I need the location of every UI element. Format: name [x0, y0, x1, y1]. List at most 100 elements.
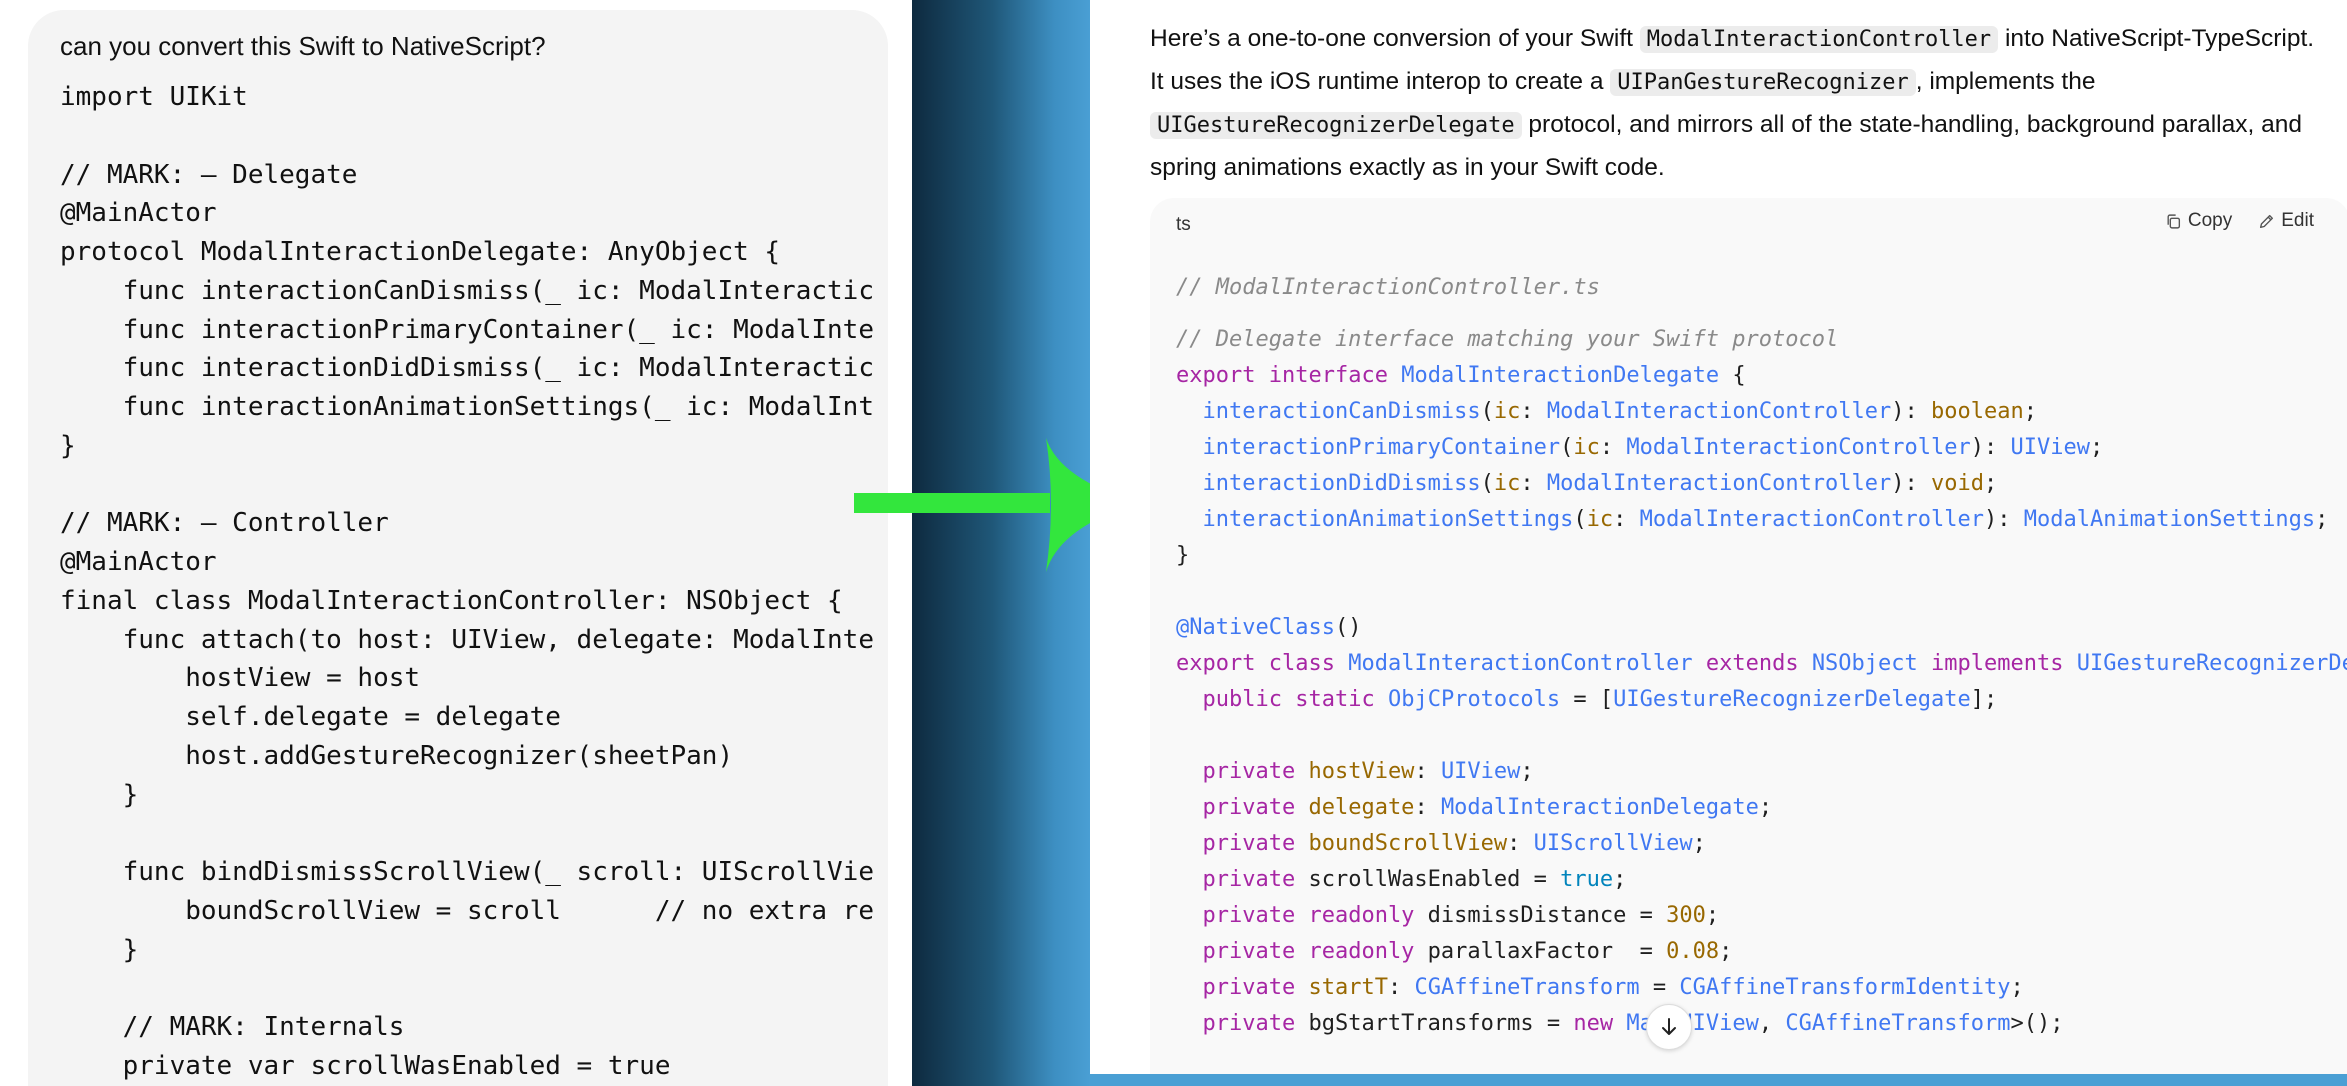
code-token: // Delegate interface matching your Swif…	[1176, 327, 1839, 352]
swift-code-line: func interactionAnimationSettings(_ ic: …	[60, 392, 874, 422]
code-token: }	[1176, 543, 1190, 568]
code-token: interactionAnimationSettings	[1202, 507, 1574, 532]
code-line: interactionCanDismiss(ic: ModalInteracti…	[1176, 394, 2347, 430]
code-token: ];	[1970, 687, 1998, 712]
inline-code: UIGestureRecognizerDelegate	[1150, 112, 1522, 139]
code-token: CGAffineTransform	[1414, 975, 1640, 1000]
code-token	[1295, 939, 1308, 964]
code-token: class	[1268, 651, 1335, 676]
code-token	[1255, 651, 1268, 676]
code-token: UIView	[1440, 759, 1521, 784]
code-token: ModalInteractionController	[1546, 399, 1892, 424]
code-token: readonly	[1308, 903, 1415, 928]
code-token: ModalInteractionController	[1348, 651, 1693, 676]
code-line: interactionAnimationSettings(ic: ModalIn…	[1176, 502, 2347, 538]
edit-button-label: Edit	[2281, 210, 2314, 231]
assistant-panel: Here’s a one-to-one conversion of your S…	[1090, 0, 2347, 1074]
code-line: private bgStartTransforms = new Map<UIVi…	[1176, 1006, 2347, 1042]
copy-button[interactable]: Copy	[2165, 210, 2232, 232]
code-token: :	[1507, 831, 1534, 856]
inline-code: UIPanGestureRecognizer	[1610, 69, 1916, 96]
code-line: interactionDidDismiss(ic: ModalInteracti…	[1176, 466, 2347, 502]
code-token	[2063, 651, 2076, 676]
swift-code-line: @MainActor	[60, 198, 217, 229]
code-token	[1176, 1011, 1203, 1036]
code-token: ):	[1891, 399, 1932, 424]
code-token	[1176, 975, 1203, 1000]
code-token: ;	[1719, 939, 1733, 964]
code-token: private	[1202, 903, 1296, 928]
assistant-reply-text: Here’s a one-to-one conversion of your S…	[1150, 18, 2330, 189]
code-token	[1295, 975, 1308, 1000]
reply-text-segment: , implements the	[1915, 68, 2096, 95]
code-token	[1375, 687, 1388, 712]
code-token	[1176, 903, 1203, 928]
code-token: boolean	[1931, 399, 2024, 424]
code-line: export interface ModalInteractionDelegat…	[1176, 358, 2347, 394]
code-token: startT	[1308, 975, 1388, 1000]
code-token: public	[1202, 687, 1282, 712]
code-token: ()	[1334, 615, 1362, 640]
code-token: ModalInteractionController	[1639, 507, 1984, 532]
code-token	[1176, 867, 1203, 892]
code-line	[1176, 574, 2347, 610]
code-token: ,	[1758, 1011, 1786, 1036]
swift-code-line: }	[60, 779, 139, 810]
code-token	[1282, 687, 1295, 712]
reply-text-segment: into NativeScript-TypeScript. It uses th…	[1150, 25, 2315, 95]
code-token: scrollWasEnabled =	[1295, 867, 1561, 892]
swift-code-line: self.delegate = delegate	[60, 702, 561, 732]
code-token: ic	[1493, 471, 1521, 496]
code-token	[1295, 795, 1308, 820]
code-token: ):	[1984, 507, 2024, 532]
code-token: private	[1202, 1011, 1296, 1036]
code-toolbar: Copy Edit	[2165, 210, 2314, 232]
code-token: {	[1719, 363, 1746, 388]
code-token: (	[1560, 435, 1574, 460]
swift-code-line: boundScrollView = scroll // no extra re	[60, 895, 874, 926]
code-token	[1295, 903, 1308, 928]
code-token: UIView	[2010, 435, 2090, 460]
swift-code-line	[60, 814, 882, 853]
code-token: ic	[1586, 507, 1614, 532]
swift-code-line: func bindDismissScrollView(_ scroll: UIS…	[60, 857, 874, 887]
code-line: interactionPrimaryContainer(ic: ModalInt…	[1176, 430, 2347, 466]
code-token: UIGestureRecognizerDelegate	[1613, 687, 1971, 712]
code-token: export	[1176, 363, 1256, 388]
code-token: ModalInteractionController	[1546, 471, 1892, 496]
edit-button[interactable]: Edit	[2258, 210, 2314, 232]
swift-code-line: func attach(to host: UIView, delegate: M…	[60, 624, 874, 655]
code-token: private	[1202, 831, 1296, 856]
code-line	[1176, 718, 2347, 754]
code-token: ):	[1891, 471, 1932, 496]
code-token	[1799, 651, 1812, 676]
code-token: NSObject	[1811, 651, 1918, 676]
code-token: = [	[1560, 687, 1614, 712]
code-token	[1613, 1011, 1626, 1036]
code-token: export	[1176, 651, 1256, 676]
code-token	[1918, 651, 1931, 676]
swift-code-line: @MainActor	[60, 547, 217, 577]
swift-code-line: // MARK: Internals	[60, 1012, 405, 1042]
code-token	[1693, 651, 1706, 676]
code-line: // Delegate interface matching your Swif…	[1176, 322, 2347, 358]
code-token: bgStartTransforms =	[1295, 1011, 1574, 1036]
code-token: ):	[1970, 435, 2011, 460]
code-token: UIView	[1679, 1011, 1759, 1036]
code-token: =	[1639, 975, 1680, 1000]
code-token	[1176, 579, 1189, 604]
code-token: void	[1931, 471, 1985, 496]
arrow-down-icon	[1662, 1018, 1676, 1035]
scroll-to-bottom-button[interactable]	[1646, 1004, 1692, 1050]
code-token: ;	[1705, 903, 1720, 928]
code-token: private	[1202, 939, 1296, 964]
code-token: new	[1573, 1011, 1614, 1036]
code-token: ModalAnimationSettings	[2023, 507, 2316, 532]
code-token: ic	[1573, 435, 1600, 460]
code-line: private readonly parallaxFactor = 0.08;	[1176, 934, 2347, 970]
swift-code-line: func interactionPrimaryContainer(_ ic: M…	[60, 314, 874, 345]
code-token: (	[1480, 471, 1494, 496]
swift-code-line: // MARK: – Delegate	[60, 159, 358, 190]
swift-code-line	[60, 117, 882, 156]
code-token: ObjCProtocols	[1387, 687, 1561, 712]
